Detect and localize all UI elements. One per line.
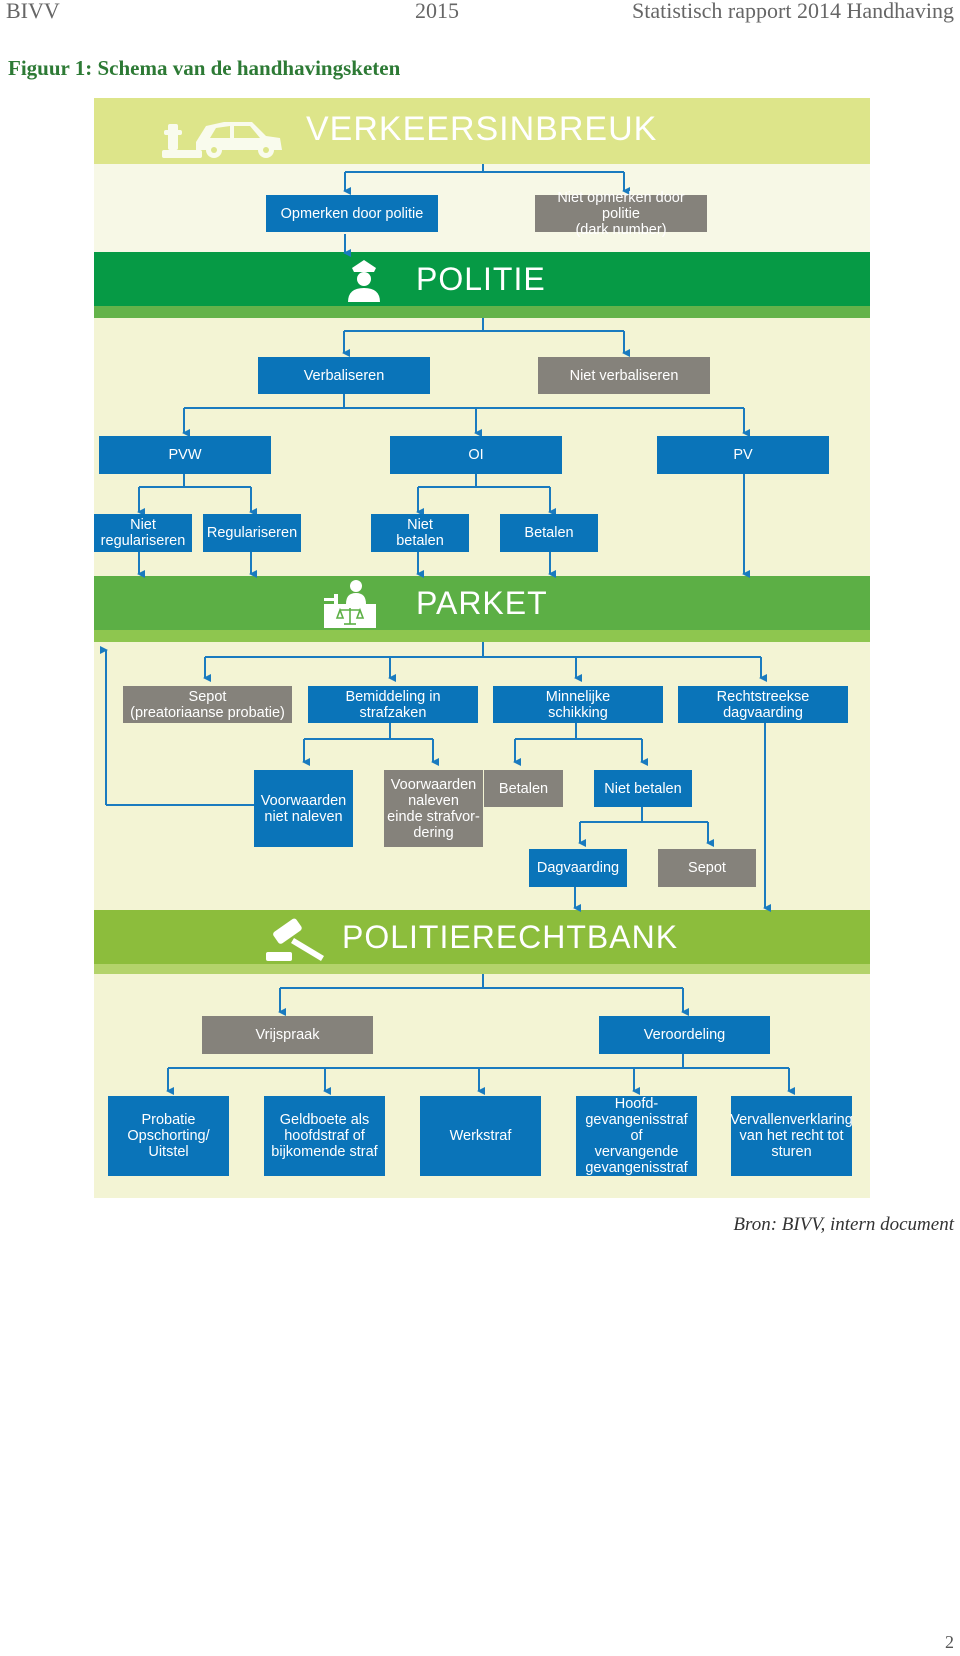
- werkstraf-box: Werkstraf: [420, 1096, 541, 1176]
- politierechtbank-band: [94, 910, 870, 964]
- sepot-probatie-box: Sepot (preatoriaanse probatie): [123, 686, 292, 723]
- voorwaarden-naleven-box: Voorwaarden naleven einde strafvor- deri…: [384, 770, 483, 847]
- sepot-box-2: Sepot: [658, 849, 756, 887]
- connector-lines: [100, 164, 795, 1095]
- parket-title: PARKET: [416, 585, 548, 621]
- dagvaarding-box: Dagvaarding: [529, 849, 627, 887]
- parket-band-stripe: [94, 630, 870, 642]
- verbaliseren-box: Verbaliseren: [258, 357, 430, 394]
- header-center: 2015: [415, 0, 459, 23]
- veroordeling-box: Veroordeling: [599, 1016, 770, 1054]
- parket-band: [94, 576, 870, 630]
- niet-betalen-box-2: Niet betalen: [594, 770, 692, 807]
- figure-title: Figuur 1: Schema van de handhavingsketen: [8, 56, 401, 80]
- car-icon: [162, 122, 282, 158]
- pvw-box: PVW: [99, 436, 271, 474]
- pv-box: PV: [657, 436, 829, 474]
- verkeersinbreuk-title: VERKEERSINBREUK: [306, 110, 658, 148]
- regulariseren-box: Regulariseren: [203, 514, 301, 552]
- opmerken-door-politie-box: Opmerken door politie: [266, 195, 438, 232]
- probatie-box: Probatie Opschorting/ Uitstel: [108, 1096, 229, 1176]
- politierechtbank-title: POLITIERECHTBANK: [342, 919, 679, 955]
- politie-band: [94, 252, 870, 306]
- oi-box: OI: [390, 436, 562, 474]
- enforcement-chain-diagram: VERKEERSINBREUK POLITIE PARKET POLITIERE…: [94, 98, 870, 1198]
- hoofdgevangenisstraf-box: Hoofd- gevangenisstraf of vervangende ge…: [576, 1096, 697, 1176]
- politie-band-stripe: [94, 306, 870, 318]
- gavel-icon: [266, 918, 324, 961]
- bemiddeling-box: Bemiddeling in strafzaken: [308, 686, 478, 723]
- source-caption: Bron: BIVV, intern document: [733, 1214, 954, 1235]
- header-left: BIVV: [6, 0, 60, 23]
- politierechtbank-band-stripe: [94, 964, 870, 974]
- niet-opmerken-box: Niet opmerken door politie (dark number): [535, 190, 707, 238]
- vrijspraak-box: Vrijspraak: [202, 1016, 373, 1054]
- detection-area: [94, 164, 870, 252]
- betalen-box-2: Betalen: [484, 770, 563, 807]
- voorwaarden-niet-naleven-box: Voorwaarden niet naleven: [254, 770, 353, 847]
- politie-title: POLITIE: [416, 261, 546, 297]
- police-officer-icon: [348, 260, 380, 302]
- vervallenverklaring-box: Vervallenverklaring van het recht tot st…: [730, 1096, 853, 1176]
- page-number: 2: [945, 1632, 954, 1652]
- rechtstreekse-dagvaarding-box: Rechtstreekse dagvaarding: [678, 686, 848, 723]
- geldboete-box: Geldboete als hoofdstraf of bijkomende s…: [264, 1096, 385, 1176]
- niet-verbaliseren-box: Niet verbaliseren: [538, 357, 710, 394]
- minnelijke-schikking-box: Minnelijke schikking: [493, 686, 663, 723]
- niet-betalen-box-1: Niet betalen: [371, 514, 469, 552]
- niet-regulariseren-box: Niet regulariseren: [94, 514, 192, 552]
- betalen-box-1: Betalen: [500, 514, 598, 552]
- judge-desk-icon: [324, 580, 376, 628]
- header-right: Statistisch rapport 2014 Handhaving: [631, 0, 954, 23]
